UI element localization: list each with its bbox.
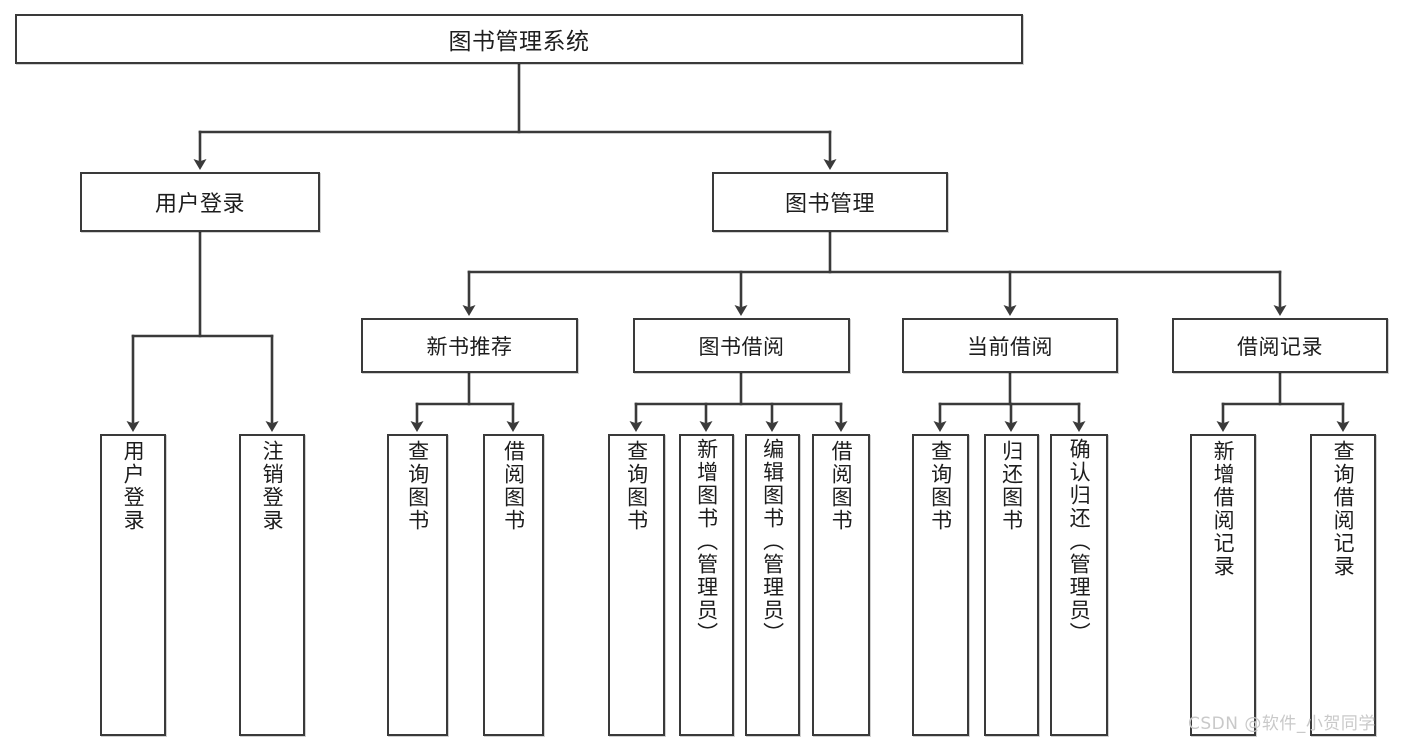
- leaf-return-book[interactable]: 归还图书: [984, 434, 1039, 736]
- node-new-book-recommend[interactable]: 新书推荐: [361, 318, 578, 373]
- node-label: 当前借阅: [967, 334, 1053, 359]
- node-label: 用户登录: [154, 192, 245, 217]
- leaf-borrow-book[interactable]: 借阅图书: [812, 434, 870, 736]
- leaf-add-book-admin[interactable]: 新增图书（管理员）: [679, 434, 734, 736]
- leaf-user-login[interactable]: 用户登录: [100, 434, 166, 736]
- node-label: 用户登录: [121, 440, 146, 532]
- node-label: 图书管理: [784, 192, 875, 217]
- node-borrow-record[interactable]: 借阅记录: [1172, 318, 1388, 373]
- node-book-borrow[interactable]: 图书借阅: [633, 318, 850, 373]
- leaf-query-book-borrow[interactable]: 查询图书: [608, 434, 665, 736]
- node-label: 借阅记录: [1237, 334, 1323, 359]
- node-label: 查询图书: [405, 440, 430, 532]
- node-book-management[interactable]: 图书管理: [712, 172, 948, 232]
- leaf-query-borrow-record[interactable]: 查询借阅记录: [1310, 434, 1376, 736]
- node-current-borrow[interactable]: 当前借阅: [902, 318, 1118, 373]
- node-label: 确认归还（管理员）: [1067, 438, 1092, 645]
- node-label: 新书推荐: [426, 334, 513, 359]
- node-label: 借阅图书: [829, 440, 854, 532]
- watermark: CSDN @软件_小贺同学: [1188, 714, 1376, 734]
- leaf-add-borrow-record[interactable]: 新增借阅记录: [1190, 434, 1256, 736]
- node-label: 编辑图书（管理员）: [760, 438, 785, 645]
- node-label: 新增图书（管理员）: [694, 438, 719, 645]
- node-label: 借阅图书: [501, 440, 526, 532]
- node-label: 查询借阅记录: [1331, 440, 1356, 578]
- leaf-logout[interactable]: 注销登录: [239, 434, 305, 736]
- node-user-login[interactable]: 用户登录: [80, 172, 320, 232]
- leaf-edit-book-admin[interactable]: 编辑图书（管理员）: [745, 434, 800, 736]
- node-label: 归还图书: [999, 440, 1024, 532]
- node-label: 图书借阅: [698, 334, 785, 359]
- node-root-system[interactable]: 图书管理系统: [15, 14, 1023, 64]
- node-label: 新增借阅记录: [1211, 440, 1236, 578]
- leaf-query-book-current[interactable]: 查询图书: [912, 434, 969, 736]
- leaf-borrow-book-newbook[interactable]: 借阅图书: [483, 434, 544, 736]
- node-label: 查询图书: [928, 440, 953, 532]
- leaf-confirm-return-admin[interactable]: 确认归还（管理员）: [1050, 434, 1108, 736]
- node-label: 查询图书: [624, 440, 649, 532]
- node-label: 注销登录: [260, 440, 285, 532]
- node-label: 图书管理系统: [448, 29, 590, 55]
- leaf-query-book-newbook[interactable]: 查询图书: [387, 434, 448, 736]
